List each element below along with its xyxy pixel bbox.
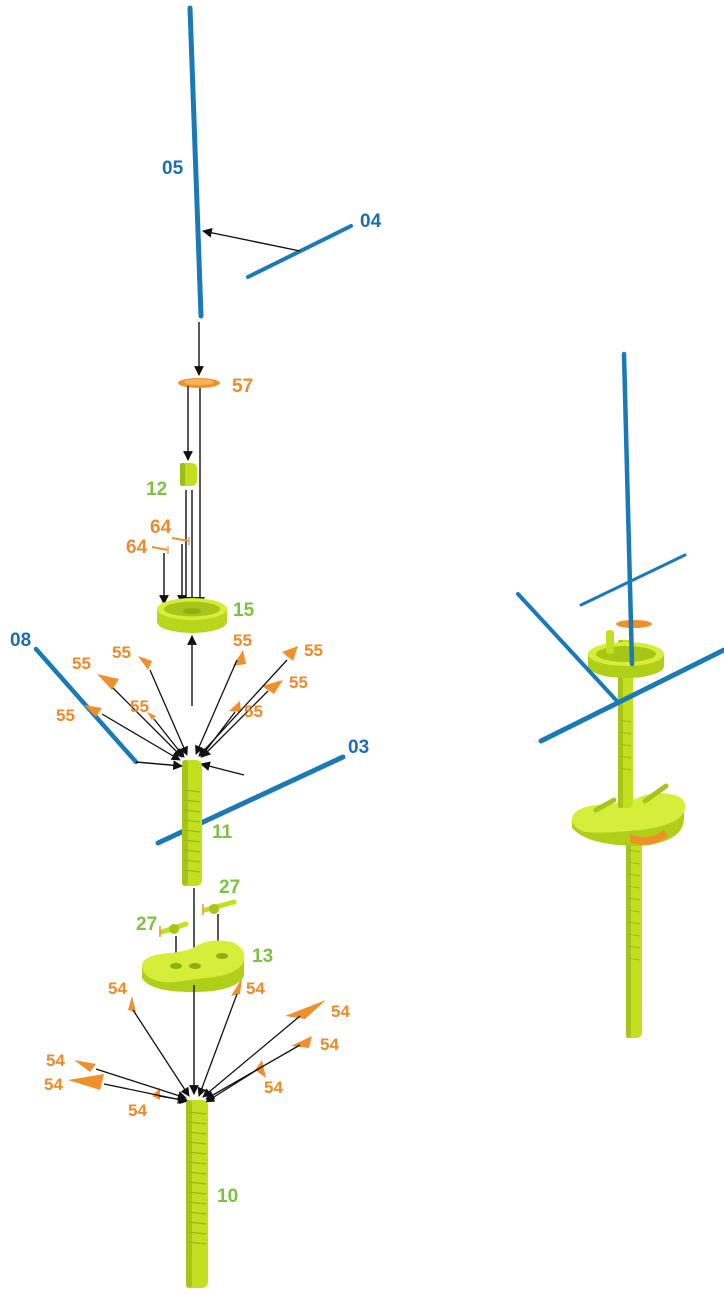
pin-64-upper (171, 537, 190, 545)
label-08: 08 (10, 630, 31, 651)
assembled-rod-short (579, 553, 687, 607)
label-54-e: 54 (246, 979, 265, 998)
label-54-g: 54 (320, 1035, 339, 1054)
base-plate-13 (142, 940, 245, 992)
clips-54 (68, 978, 326, 1100)
label-54-a: 54 (108, 979, 127, 998)
label-55-c: 55 (130, 697, 149, 716)
label-57: 57 (232, 376, 253, 397)
label-10: 10 (217, 1186, 238, 1207)
assembled-rod-left (516, 592, 618, 702)
label-13: 13 (252, 946, 273, 967)
label-12: 12 (146, 479, 167, 500)
label-04: 04 (360, 211, 382, 232)
label-27-left: 27 (136, 914, 157, 935)
assembled-base-cup (588, 630, 664, 678)
assembled-rod-vertical (621, 351, 635, 667)
column-10 (186, 1100, 208, 1288)
label-05: 05 (162, 158, 184, 179)
label-55-e: 55 (233, 631, 252, 650)
assembled-view (516, 351, 724, 1038)
fastener-27-right (202, 899, 237, 915)
label-27-right: 27 (219, 877, 240, 898)
assembled-rod-long (538, 647, 724, 744)
label-54-d: 54 (128, 1101, 147, 1120)
column-11 (182, 760, 202, 886)
label-55-a: 55 (72, 654, 91, 673)
arrow-04-to-05 (202, 227, 301, 252)
label-54-f: 54 (331, 1002, 350, 1021)
fastener-27-left (159, 921, 189, 937)
rod-05 (187, 5, 204, 319)
label-55-d: 55 (56, 706, 75, 725)
label-55-f: 55 (304, 641, 323, 660)
label-54-c: 54 (44, 1075, 63, 1094)
assembled-disc (616, 620, 652, 628)
label-15: 15 (233, 600, 255, 621)
label-55-b: 55 (112, 643, 131, 662)
label-64-lower: 64 (126, 537, 148, 558)
label-03: 03 (348, 737, 369, 758)
label-55-g: 55 (289, 673, 308, 692)
label-55-h: 55 (244, 702, 263, 721)
base-cup-15 (157, 598, 227, 633)
pin-64-lower (151, 546, 169, 554)
exploded-view: 05 04 57 12 64 64 15 08 55 55 55 55 55 5… (10, 5, 382, 1288)
arrows-55 (101, 659, 288, 761)
label-54-b: 54 (46, 1051, 65, 1070)
label-11: 11 (212, 822, 233, 843)
label-54-h: 54 (264, 1078, 283, 1097)
label-64-upper: 64 (150, 517, 172, 538)
arrows-54 (95, 993, 301, 1105)
assembled-base-plate (572, 783, 686, 846)
